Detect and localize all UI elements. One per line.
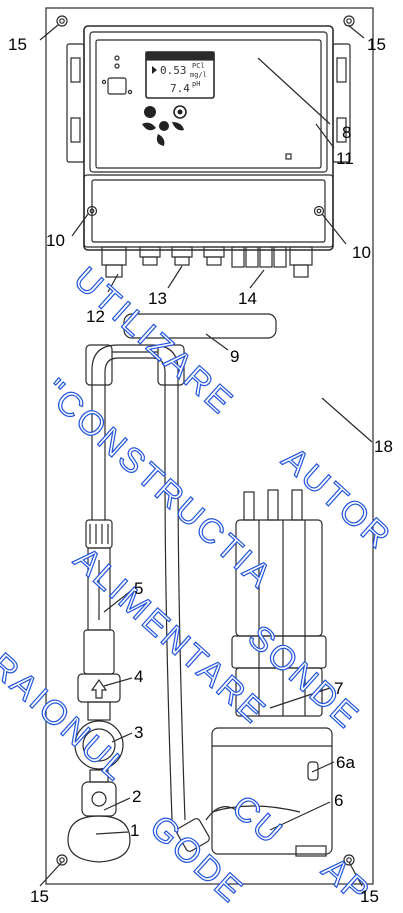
filter-valve [74, 720, 124, 770]
label-plate [123, 313, 277, 339]
cover-screw-left [86, 205, 98, 217]
callout-3: 3 [134, 723, 144, 742]
corner-screw [56, 15, 68, 27]
callout-10-left: 10 [46, 231, 65, 250]
callout-8: 8 [342, 123, 352, 142]
keypad-outline [107, 77, 127, 95]
hinge-left [66, 43, 85, 163]
callout-1: 1 [130, 821, 140, 840]
callout-13: 13 [148, 289, 167, 308]
callout-9: 9 [230, 347, 240, 366]
corner-screw [343, 854, 355, 866]
display-unit-primary-top: PCl [192, 62, 205, 70]
callout-15-bottom-right: 15 [360, 887, 379, 906]
corner-screw [343, 15, 355, 27]
display-unit-secondary: pH [192, 80, 201, 88]
callout-12: 12 [86, 307, 105, 326]
cover-screw-right [313, 205, 325, 217]
callout-6a: 6a [336, 753, 355, 772]
callout-14: 14 [238, 289, 257, 308]
control-logo [142, 105, 187, 146]
display-reading-secondary: 7.4 [170, 82, 190, 95]
corner-screw [56, 854, 68, 866]
callout-4: 4 [134, 667, 144, 686]
hinge-right [332, 43, 351, 163]
display-reading-primary: 0.53 [160, 64, 187, 77]
callout-7: 7 [334, 679, 344, 698]
callout-5: 5 [134, 579, 144, 598]
flow-cell [211, 727, 333, 855]
callout-2: 2 [132, 787, 142, 806]
sensor-probes [231, 489, 327, 717]
callout-11: 11 [336, 149, 354, 168]
callout-6: 6 [334, 791, 344, 810]
hose-coupler [176, 818, 210, 852]
inlet-connector [67, 815, 131, 863]
callout-15-bottom-left: 15 [30, 887, 49, 906]
callout-18: 18 [374, 437, 393, 456]
sample-hose [91, 344, 186, 821]
display-unit-primary-bottom: mg/l [190, 71, 207, 79]
terminal-cover [83, 174, 334, 248]
callout-10-right: 10 [352, 243, 371, 262]
mounting-panel [45, 7, 374, 885]
callout-15-top-left: 15 [8, 35, 27, 54]
callout-15-top-right: 15 [367, 35, 386, 54]
cable-glands [101, 246, 313, 278]
flow-adapter [83, 629, 115, 675]
